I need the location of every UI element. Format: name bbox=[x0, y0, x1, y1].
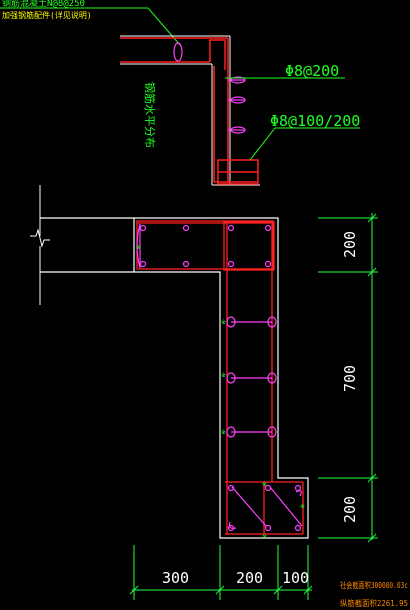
svg-text:※: ※ bbox=[300, 503, 305, 510]
svg-text:※: ※ bbox=[136, 244, 141, 251]
svg-text:※: ※ bbox=[262, 481, 267, 488]
top-detail: 钢筋混凝土N@8@250 加强钢筋配件(详见说明) bbox=[0, 0, 360, 186]
svg-text:※: ※ bbox=[262, 533, 267, 540]
vertical-note: 钢筋水平分布 bbox=[143, 82, 157, 148]
dim-bottom-3: 100 bbox=[282, 569, 309, 587]
top-left-yellow-label: 加强钢筋配件(详见说明) bbox=[2, 10, 92, 20]
svg-text:※: ※ bbox=[221, 319, 226, 326]
spec-leader-2 bbox=[249, 127, 360, 161]
svg-text:※: ※ bbox=[221, 372, 226, 379]
dim-right-1: 200 bbox=[341, 231, 359, 258]
dim-bottom-2: 200 bbox=[236, 569, 263, 587]
dim-right-3: 200 bbox=[341, 496, 359, 523]
top-left-leader bbox=[0, 7, 181, 46]
dim-bottom-1: 300 bbox=[162, 569, 189, 587]
top-member-rebar bbox=[120, 37, 259, 185]
bottom-note-1: 社会截面积300000.03c bbox=[340, 580, 408, 590]
rebar-spec-2: Φ8@100/200 bbox=[270, 112, 360, 130]
dimension-lines bbox=[129, 213, 378, 600]
dim-right-2: 700 bbox=[341, 365, 359, 392]
top-left-green-label: 钢筋混凝土N@8@250 bbox=[2, 0, 85, 9]
marker-ticks: ※ ※ ※ ※ ※ ※ ※ bbox=[136, 244, 305, 540]
top-stirrup-hooks bbox=[173, 42, 246, 134]
bottom-note-2: 纵筋截面积2261.95 bbox=[340, 598, 408, 608]
tie-bars bbox=[136, 223, 303, 529]
top-member-outline bbox=[120, 35, 260, 186]
break-line bbox=[30, 185, 50, 305]
rebar-spec-1: Φ8@200 bbox=[285, 62, 339, 80]
section-outline bbox=[40, 217, 309, 539]
main-section: ※ ※ ※ ※ ※ ※ ※ bbox=[30, 185, 309, 540]
svg-text:※: ※ bbox=[221, 429, 226, 436]
rebar-cage bbox=[136, 220, 304, 535]
